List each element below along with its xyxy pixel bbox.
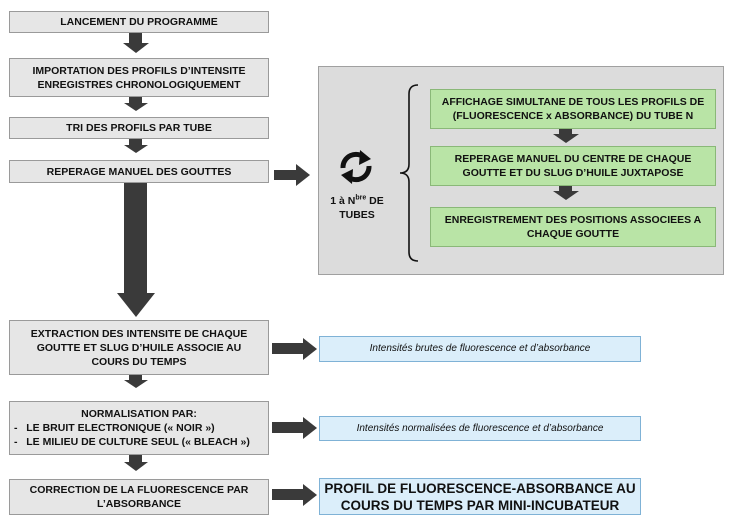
substep-record-positions: ENREGISTREMENT DES POSITIONS ASSOCIEES A…: [430, 207, 716, 247]
step-correction-line1: CORRECTION DE LA FLUORESCENCE PAR: [29, 484, 249, 496]
substep-display-profiles: AFFICHAGE SIMULTANE DE TOUS LES PROFILS …: [430, 89, 716, 129]
step-extract-line2: GOUTTE ET SLUG D’HUILE ASSOCIE AU: [36, 341, 242, 354]
substep-center-line1: REPERAGE MANUEL DU CENTRE DE CHAQUE: [454, 153, 692, 165]
substep-center-line2: GOUTTE ET DU SLUG D’HUILE JUXTAPOSE: [462, 167, 684, 179]
loop-count-sup: bre: [355, 194, 367, 202]
loop-cycle-icon: [340, 150, 372, 184]
step-normalize-item-black: - LE BRUIT ELECTRONIQUE (« NOIR »): [14, 422, 215, 434]
step-correction: CORRECTION DE LA FLUORESCENCE PAR L’ABSO…: [9, 479, 269, 515]
loop-count-line2: TUBES: [339, 209, 375, 221]
output-final-line1: PROFIL DE FLUORESCENCE-ABSORBANCE AU: [324, 480, 636, 496]
output-final-profile: PROFIL DE FLUORESCENCE-ABSORBANCE AU COU…: [319, 478, 641, 515]
arrow-correction-to-final: [272, 489, 303, 500]
arrow-import-to-sort: [129, 97, 142, 103]
output-final-line2: COURS DU TEMPS PAR MINI-INCUBATEUR: [340, 497, 620, 513]
step-sort-text: TRI DES PROFILS PAR TUBE: [66, 122, 212, 134]
output-raw-text: Intensités brutes de fluorescence et d’a…: [369, 343, 591, 354]
arrow-normalize-to-correction: [129, 455, 142, 462]
loop-count-suffix: DE: [366, 195, 384, 207]
substep-record-line2: CHAQUE GOUTTE: [526, 228, 620, 240]
arrow-launch-to-import: [129, 33, 142, 43]
step-import: IMPORTATION DES PROFILS D’INTENSITE ENRE…: [9, 58, 269, 97]
step-locate-text: REPERAGE MANUEL DES GOUTTES: [46, 165, 232, 178]
output-normalized-intensities: Intensités normalisées de fluorescence e…: [319, 416, 641, 441]
substep-display-line1: AFFICHAGE SIMULTANE DE TOUS LES PROFILS …: [441, 96, 705, 108]
output-raw-intensities: Intensités brutes de fluorescence et d’a…: [319, 336, 641, 362]
step-normalize-title: NORMALISATION PAR:: [81, 408, 197, 420]
loop-count-line1: 1 à Nbre DE: [320, 194, 394, 208]
arrow-normalize-to-normalized: [272, 422, 303, 433]
arrow-display-to-center: [559, 129, 572, 134]
loop-count-prefix: 1 à N: [330, 195, 356, 207]
step-correction-line2: L’ABSORBANCE: [96, 498, 181, 510]
arrow-sort-to-locate: [129, 139, 142, 145]
substep-record-line1: ENREGISTREMENT DES POSITIONS ASSOCIEES A: [444, 214, 702, 226]
step-import-line1: IMPORTATION DES PROFILS D’INTENSITE: [32, 64, 246, 77]
loop-count-label: 1 à Nbre DE TUBES: [320, 194, 394, 222]
arrow-locate-to-loop: [274, 170, 296, 180]
step-launch-text: LANCEMENT DU PROGRAMME: [60, 16, 218, 28]
arrow-extract-to-normalize: [129, 375, 142, 380]
arrow-center-to-record: [559, 186, 572, 191]
step-launch: LANCEMENT DU PROGRAMME: [9, 11, 269, 33]
substep-locate-centers: REPERAGE MANUEL DU CENTRE DE CHAQUE GOUT…: [430, 146, 716, 186]
arrow-extract-to-raw: [272, 343, 303, 354]
output-normalized-text: Intensités normalisées de fluorescence e…: [356, 422, 604, 434]
step-extract-line1: EXTRACTION DES INTENSITE DE CHAQUE: [30, 327, 248, 340]
step-locate-droplets: REPERAGE MANUEL DES GOUTTES: [9, 160, 269, 183]
step-import-line2: ENREGISTRES CHRONOLOGIQUEMENT: [37, 78, 241, 91]
arrow-locate-to-extract: [124, 183, 147, 293]
step-sort: TRI DES PROFILS PAR TUBE: [9, 117, 269, 139]
step-normalize: NORMALISATION PAR: - LE BRUIT ELECTRONIQ…: [9, 401, 269, 455]
substep-display-line2: (FLUORESCENCE x ABSORBANCE) DU TUBE N: [452, 110, 694, 122]
step-extract-line3: COURS DU TEMPS: [91, 355, 187, 368]
step-normalize-item-bleach: - LE MILIEU DE CULTURE SEUL (« BLEACH »): [14, 436, 250, 448]
step-extract: EXTRACTION DES INTENSITE DE CHAQUE GOUTT…: [9, 320, 269, 375]
loop-brace: [399, 84, 419, 262]
